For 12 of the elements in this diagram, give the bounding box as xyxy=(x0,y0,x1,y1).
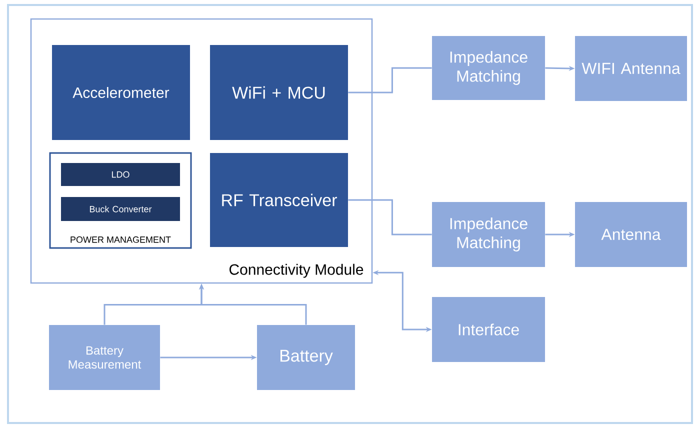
block-box: Battery xyxy=(257,325,355,390)
block-box: Impedance Matching xyxy=(432,36,545,100)
component-box: LDO xyxy=(61,163,180,186)
block-box: Interface xyxy=(432,297,545,362)
block-box: Impedance Matching xyxy=(432,202,545,267)
component-box: WiFi + MCU xyxy=(210,45,348,140)
component-box: RF Transceiver xyxy=(210,153,348,247)
block-box: WIFI Antenna xyxy=(575,36,687,101)
block-box: Battery Measurement xyxy=(49,325,160,390)
block-box: Antenna xyxy=(575,202,687,267)
component-box: Buck Converter xyxy=(61,197,180,221)
component-box: Accelerometer xyxy=(52,45,190,140)
